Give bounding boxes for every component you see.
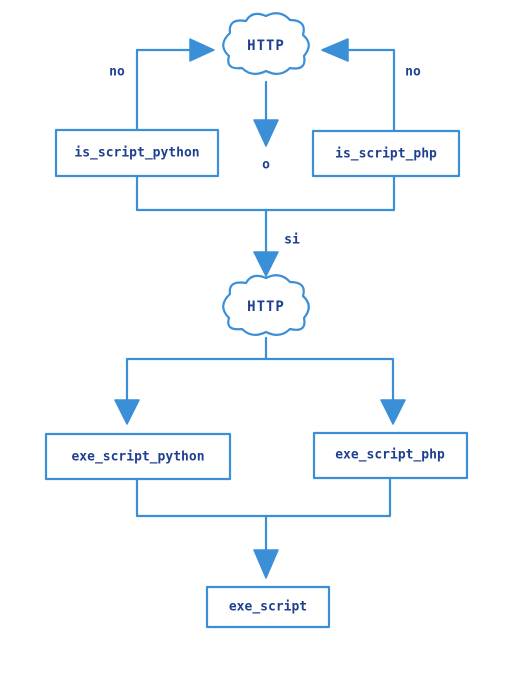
- arrowhead-no-right: [321, 38, 349, 62]
- exe-merge-connector: [135, 476, 392, 518]
- exe-script-php-box: [312, 431, 469, 480]
- http-cloud-middle-shape: [222, 274, 310, 336]
- arrowhead-no-left: [189, 38, 215, 62]
- no-left-connector: [135, 48, 192, 132]
- arrowhead-final: [253, 549, 279, 579]
- no-right-connector: [346, 48, 396, 133]
- arrowhead-http-down: [253, 119, 279, 147]
- arrowhead-si: [253, 251, 279, 277]
- arrowhead-left-branch: [114, 399, 140, 425]
- split-connector: [125, 336, 395, 402]
- is-merge-connector: [135, 174, 396, 212]
- arrowhead-right-branch: [380, 399, 406, 425]
- is-script-php-box: [311, 129, 461, 178]
- exe-script-python-box: [44, 432, 232, 481]
- is-script-python-box: [54, 128, 220, 178]
- exe-script-box: [205, 585, 331, 629]
- http-cloud-top-shape: [222, 12, 310, 75]
